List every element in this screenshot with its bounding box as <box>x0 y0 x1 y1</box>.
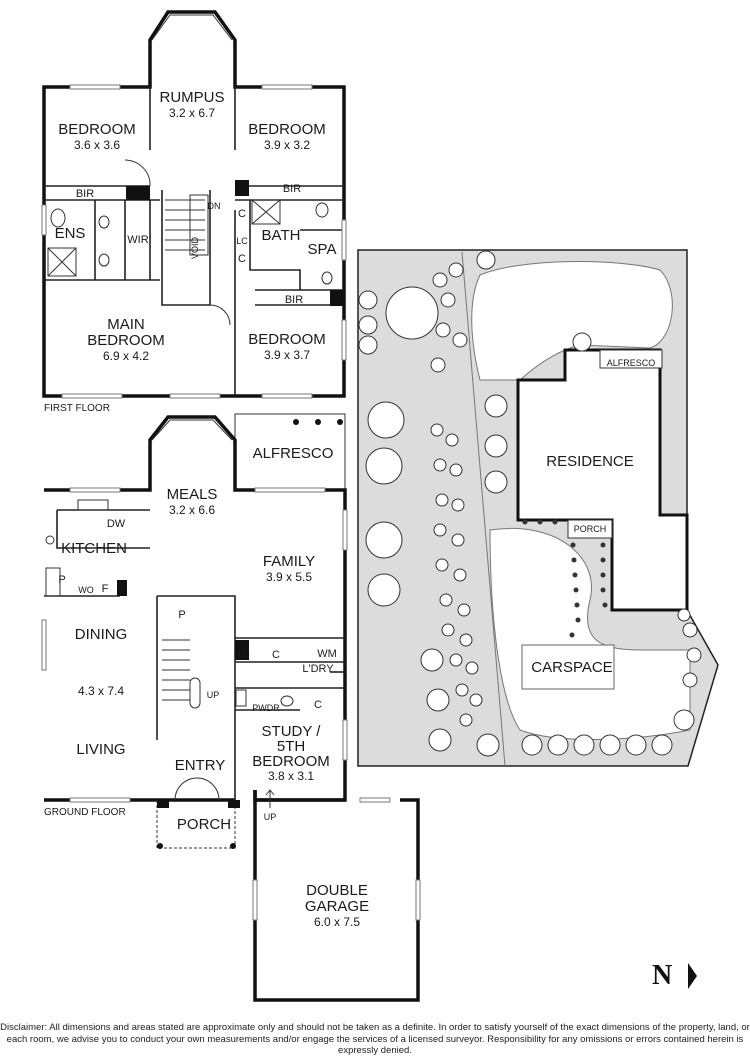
ground-lc-label: LC <box>238 649 250 659</box>
study-line2: 5TH <box>277 738 305 755</box>
fridge-label: F <box>102 583 109 595</box>
laundry-label: L'DRY <box>302 663 334 675</box>
site-plan: ALFRESCO RESIDENCE PORCH CARSPACE <box>357 249 719 767</box>
bedroom-lower-label: BEDROOM <box>248 331 326 348</box>
bath-label: BATH <box>262 227 301 244</box>
dining-label: DINING <box>75 626 128 643</box>
bedroom-left-dims: 3.6 x 3.6 <box>74 138 120 152</box>
wir-label: WIR <box>127 234 148 246</box>
family-dims: 3.9 x 5.5 <box>266 570 312 584</box>
shrub-dots <box>522 519 608 638</box>
living-dims: 4.3 x 7.4 <box>78 684 124 698</box>
bedroom-right-dims: 3.9 x 3.2 <box>264 138 310 152</box>
trees <box>358 250 702 757</box>
garage-dims: 6.0 x 7.5 <box>314 915 360 929</box>
first-floor-caption: FIRST FLOOR <box>44 403 110 414</box>
up-label-2: UP <box>264 812 277 822</box>
bedroom-right-label: BEDROOM <box>248 121 326 138</box>
carspace-label: CARSPACE <box>531 659 612 676</box>
dw-label: DW <box>107 518 126 530</box>
pantry2-label: P <box>178 609 185 621</box>
ground-c1-label: C <box>272 649 280 661</box>
bir-right-label: BIR <box>283 183 301 195</box>
first-floor-plan: RUMPUS 3.2 x 6.7 BEDROOM 3.6 x 3.6 BEDRO… <box>41 10 347 414</box>
rumpus-dims: 3.2 x 6.7 <box>169 106 215 120</box>
porch-label: PORCH <box>177 816 231 833</box>
bir-left-label: BIR <box>76 188 94 200</box>
alfresco-label: ALFRESCO <box>253 445 334 462</box>
spa-label: SPA <box>308 241 337 258</box>
study-dims: 3.8 x 3.1 <box>268 769 314 783</box>
ground-floor-plan: ALFRESCO MEALS 3.2 x 6.6 DW KITCHEN P WO… <box>41 413 421 1002</box>
c1-label: C <box>238 208 246 220</box>
residence-label: RESIDENCE <box>546 453 634 470</box>
site-alfresco-label: ALFRESCO <box>607 358 656 368</box>
main-bedroom-line2: BEDROOM <box>87 332 165 349</box>
garage-line1: DOUBLE <box>306 882 368 899</box>
study-line1: STUDY / <box>262 723 322 740</box>
living-label: LIVING <box>76 741 125 758</box>
lc-label: LC <box>236 236 248 246</box>
site-porch-label: PORCH <box>574 524 607 534</box>
up-label-1: UP <box>207 690 220 700</box>
family-label: FAMILY <box>263 553 315 570</box>
c2-label: C <box>238 253 246 265</box>
wm-label: WM <box>317 648 337 660</box>
north-label: N <box>652 960 673 991</box>
main-bedroom-line1: MAIN <box>107 316 145 333</box>
bir-lower-label: BIR <box>285 294 303 306</box>
pwdr-label: PWDR <box>252 703 280 713</box>
disclaimer-text: Disclaimer: All dimensions and areas sta… <box>0 1022 750 1056</box>
garage-line2: GARAGE <box>305 898 369 915</box>
wo-label: WO <box>78 585 94 595</box>
ens-label: ENS <box>55 225 86 242</box>
ground-floor-caption: GROUND FLOOR <box>44 807 126 818</box>
north-arrow-icon <box>688 963 697 989</box>
dn-label: DN <box>208 201 221 211</box>
kitchen-label: KITCHEN <box>61 540 127 557</box>
ground-c2-label: C <box>314 699 322 711</box>
bedroom-left-label: BEDROOM <box>58 121 136 138</box>
entry-label: ENTRY <box>175 757 226 774</box>
bedroom-lower-dims: 3.9 x 3.7 <box>264 348 310 362</box>
study-line3: BEDROOM <box>252 753 330 770</box>
main-bedroom-dims: 6.9 x 4.2 <box>103 349 149 363</box>
meals-label: MEALS <box>167 486 218 503</box>
void-label: VOID <box>190 237 200 260</box>
pantry-label: P <box>58 574 65 586</box>
rumpus-label: RUMPUS <box>159 89 224 106</box>
meals-dims: 3.2 x 6.6 <box>169 503 215 517</box>
